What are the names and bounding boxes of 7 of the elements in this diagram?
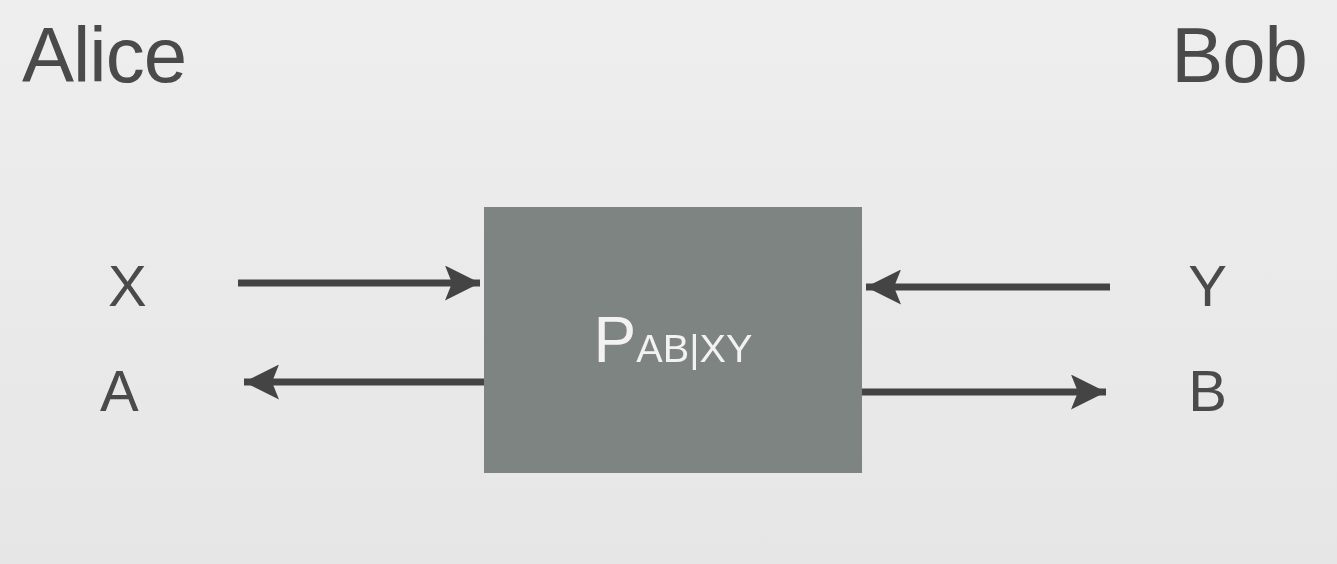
variable-label: B	[1188, 356, 1227, 424]
variable-label: X	[108, 251, 147, 319]
party-name: Alice	[22, 10, 187, 101]
party-name: Bob	[1171, 10, 1307, 101]
variable-label: A	[100, 356, 139, 424]
process-box	[484, 207, 862, 473]
variable-label: Y	[1188, 251, 1227, 319]
